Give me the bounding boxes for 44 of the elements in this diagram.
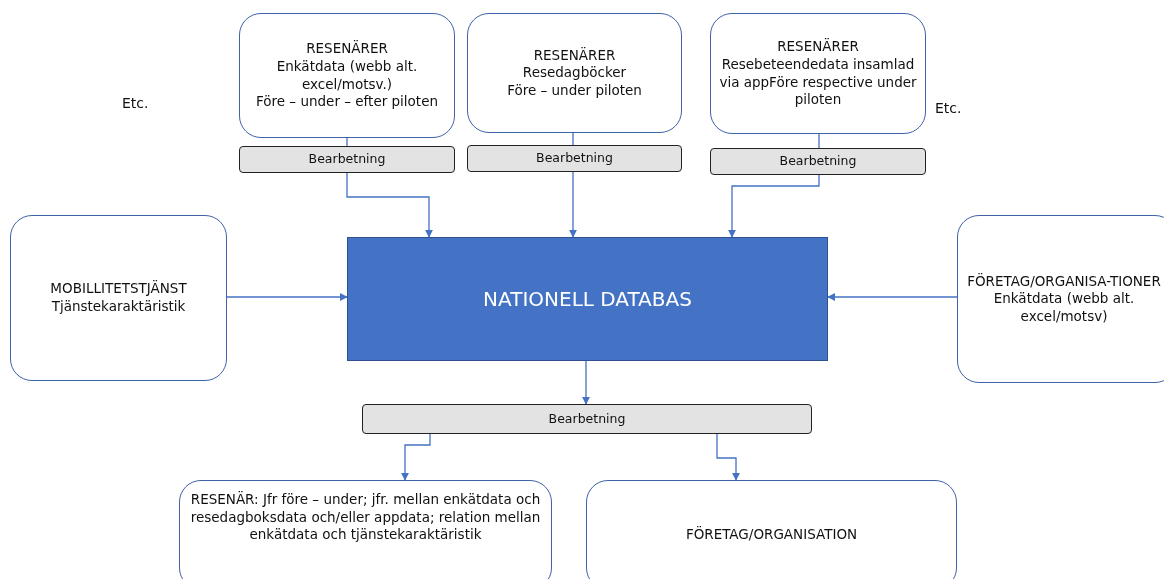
arrow xyxy=(569,171,577,238)
node-text: Resedagböcker xyxy=(522,64,627,82)
node-text: Före – under – efter piloten xyxy=(255,93,439,111)
terminal-box xyxy=(586,480,957,579)
node-text: Bearbetning xyxy=(308,151,386,168)
terminal-box xyxy=(710,13,926,134)
connector-line xyxy=(818,133,820,149)
connector-line xyxy=(346,137,348,147)
arrow xyxy=(728,174,820,238)
node-text: Före – under piloten xyxy=(507,81,642,100)
connector-line xyxy=(572,132,574,146)
node-heading: RESENÄRER xyxy=(306,40,388,58)
database-box xyxy=(347,237,828,361)
process-box xyxy=(467,145,682,172)
node-heading: MOBILLITETSTJÄNST xyxy=(50,280,187,298)
node-text: Resebeteendedata insamlad via appFöre respective under piloten xyxy=(719,55,917,109)
terminal-box xyxy=(239,13,455,138)
process-box xyxy=(710,148,926,175)
node-text: RESENÄR: Jfr före – under; jfr. mellan enkätdata och resedagboksdata och/eller appdata; relation mellan enkätdata och tjänstekaraktäristik xyxy=(189,491,542,544)
node-heading: RESENÄRER xyxy=(533,46,616,65)
arrow xyxy=(346,172,433,238)
node-text: FÖRETAG/ORGANISATION xyxy=(685,526,858,544)
node-text: Enkätdata (webb alt. excel/motsv) xyxy=(992,290,1136,326)
arrow xyxy=(582,360,590,405)
note-text: Etc. xyxy=(122,95,149,111)
process-box xyxy=(362,404,812,434)
node-text: Tjänstekaraktäristik xyxy=(51,298,186,316)
node-text: Enkätdata (webb alt. excel/motsv.) xyxy=(275,57,419,94)
arrow xyxy=(401,433,431,481)
node-text: Bearbetning xyxy=(779,153,857,170)
node-heading: FÖRETAG/ORGANISA-TIONER xyxy=(967,272,1161,291)
terminal-box xyxy=(957,215,1164,383)
node-heading: RESENÄRER xyxy=(777,38,859,56)
terminal-box xyxy=(467,13,682,133)
node-text: Bearbetning xyxy=(548,410,626,428)
note-text: Etc. xyxy=(935,100,962,116)
arrow xyxy=(226,293,348,301)
node-text: Bearbetning xyxy=(536,150,613,167)
process-box xyxy=(239,146,455,173)
arrow xyxy=(827,293,958,301)
arrow xyxy=(716,433,740,481)
terminal-box xyxy=(179,480,552,579)
node-text: NATIONELL DATABAS xyxy=(483,286,692,312)
terminal-box xyxy=(10,215,227,381)
